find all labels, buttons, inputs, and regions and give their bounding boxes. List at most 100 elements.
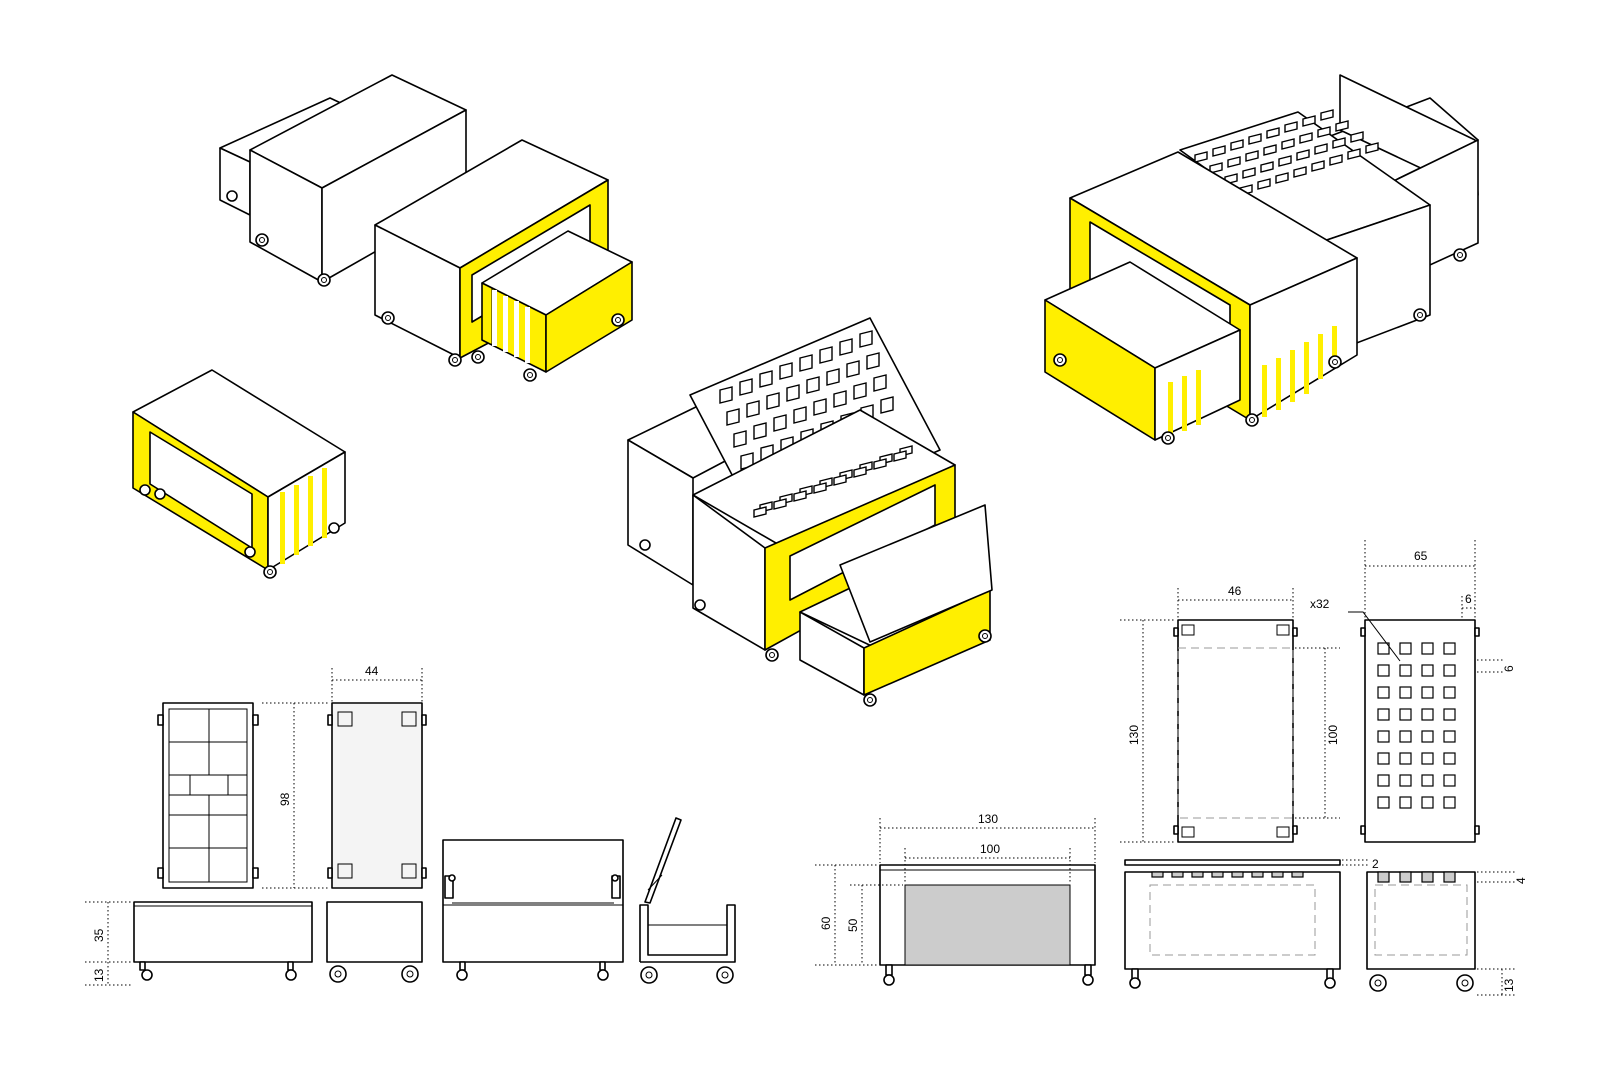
lid-key <box>799 354 813 372</box>
keyboard-plan-keys <box>1377 642 1456 809</box>
key-cell <box>1377 642 1390 655</box>
combined-key <box>1296 149 1310 161</box>
key-cell <box>1421 774 1434 787</box>
key-cap <box>1399 871 1412 883</box>
lid-key <box>813 398 827 416</box>
lid-key <box>819 346 833 364</box>
lid-key <box>806 376 820 394</box>
lid-key <box>739 378 753 396</box>
key-cell <box>1443 752 1456 765</box>
key-cap <box>1443 871 1456 883</box>
key-cap <box>1211 871 1224 878</box>
lid-key <box>846 360 860 378</box>
lid-key <box>839 338 853 356</box>
dim-front-inner-height: 50 <box>846 918 860 932</box>
key-cell <box>1443 686 1456 699</box>
lid-keys <box>719 330 894 470</box>
dim-large-offset: 6 <box>1465 592 1472 606</box>
lid-key <box>833 390 847 408</box>
dim-large-wheel: 13 <box>1502 978 1516 992</box>
combined-key <box>1263 144 1277 156</box>
combined-key <box>1332 137 1346 149</box>
key-cap <box>1151 871 1164 878</box>
lid-key <box>859 330 873 348</box>
dim-large-side-offset: 6 <box>1502 665 1516 672</box>
key-cell <box>1399 796 1412 809</box>
key-cell <box>1399 774 1412 787</box>
key-cell <box>1399 708 1412 721</box>
combined-key <box>1248 133 1262 145</box>
key-cell <box>1399 642 1412 655</box>
combined-key <box>1245 150 1259 162</box>
combined-key <box>1212 145 1226 157</box>
key-cell <box>1421 730 1434 743</box>
key-cell <box>1399 686 1412 699</box>
keyboard-elevation-keys <box>1377 871 1456 883</box>
lid-key <box>880 396 894 414</box>
key-cell <box>1421 642 1434 655</box>
dim-small-width: 44 <box>365 664 379 678</box>
lid-key <box>766 392 780 410</box>
iso-single-table <box>132 369 346 579</box>
ortho-large-unit: 130 100 60 50 46 130 100 <box>815 540 1528 996</box>
key-cell <box>1421 664 1434 677</box>
key-cap <box>1191 871 1204 878</box>
combined-key <box>1299 132 1313 144</box>
combined-key <box>1317 126 1331 138</box>
combined-key <box>1266 127 1280 139</box>
combined-key <box>1281 138 1295 150</box>
cell-count-label: x32 <box>1310 597 1330 611</box>
lid-key <box>746 400 760 418</box>
dim-front-inner-width: 100 <box>980 842 1000 856</box>
lid-key <box>773 414 787 432</box>
key-cell <box>1377 774 1390 787</box>
dim-small-length: 98 <box>278 792 292 806</box>
key-cell <box>1399 730 1412 743</box>
key-cell <box>1377 796 1390 809</box>
key-cell <box>1377 686 1390 699</box>
lid-key <box>866 352 880 370</box>
table-key <box>753 506 767 518</box>
combined-key <box>1242 167 1256 179</box>
dim-large-depth: 65 <box>1414 549 1428 563</box>
lid-key <box>726 408 740 426</box>
key-cap <box>1421 871 1434 883</box>
combined-key <box>1227 156 1241 168</box>
key-cell <box>1399 752 1412 765</box>
elevation-keys <box>1151 871 1304 878</box>
drawer-stripes <box>491 288 530 363</box>
key-cap <box>1271 871 1284 878</box>
iso-table-with-drawer <box>374 139 633 382</box>
combined-key <box>1194 151 1208 163</box>
dim-top-thickness: 2 <box>1372 857 1379 871</box>
key-cap <box>1291 871 1304 878</box>
combined-key <box>1350 131 1364 143</box>
key-cell <box>1421 796 1434 809</box>
key-cell <box>1443 730 1456 743</box>
combined-key <box>1284 121 1298 133</box>
key-cell <box>1443 774 1456 787</box>
combined-key <box>1347 148 1361 160</box>
plan-grid <box>169 709 247 882</box>
key-cap <box>1231 871 1244 878</box>
key-cell <box>1377 664 1390 677</box>
dim-large-length: 130 <box>1127 725 1141 745</box>
key-cell <box>1443 708 1456 721</box>
lid-key <box>786 384 800 402</box>
key-cell <box>1421 752 1434 765</box>
lid-key <box>793 406 807 424</box>
dim-large-width: 46 <box>1228 584 1242 598</box>
dim-large-inner-length: 100 <box>1326 725 1340 745</box>
table-keys <box>753 445 913 518</box>
iso-combined-keyboard-table <box>1044 74 1479 445</box>
key-cell <box>1377 730 1390 743</box>
combined-key <box>1257 178 1271 190</box>
lid-key <box>753 422 767 440</box>
combined-key <box>1329 154 1343 166</box>
combined-keys <box>1194 109 1379 196</box>
table-key <box>893 450 907 462</box>
key-cap <box>1251 871 1264 878</box>
combined-key <box>1293 166 1307 178</box>
dim-key-height: 4 <box>1514 877 1528 884</box>
